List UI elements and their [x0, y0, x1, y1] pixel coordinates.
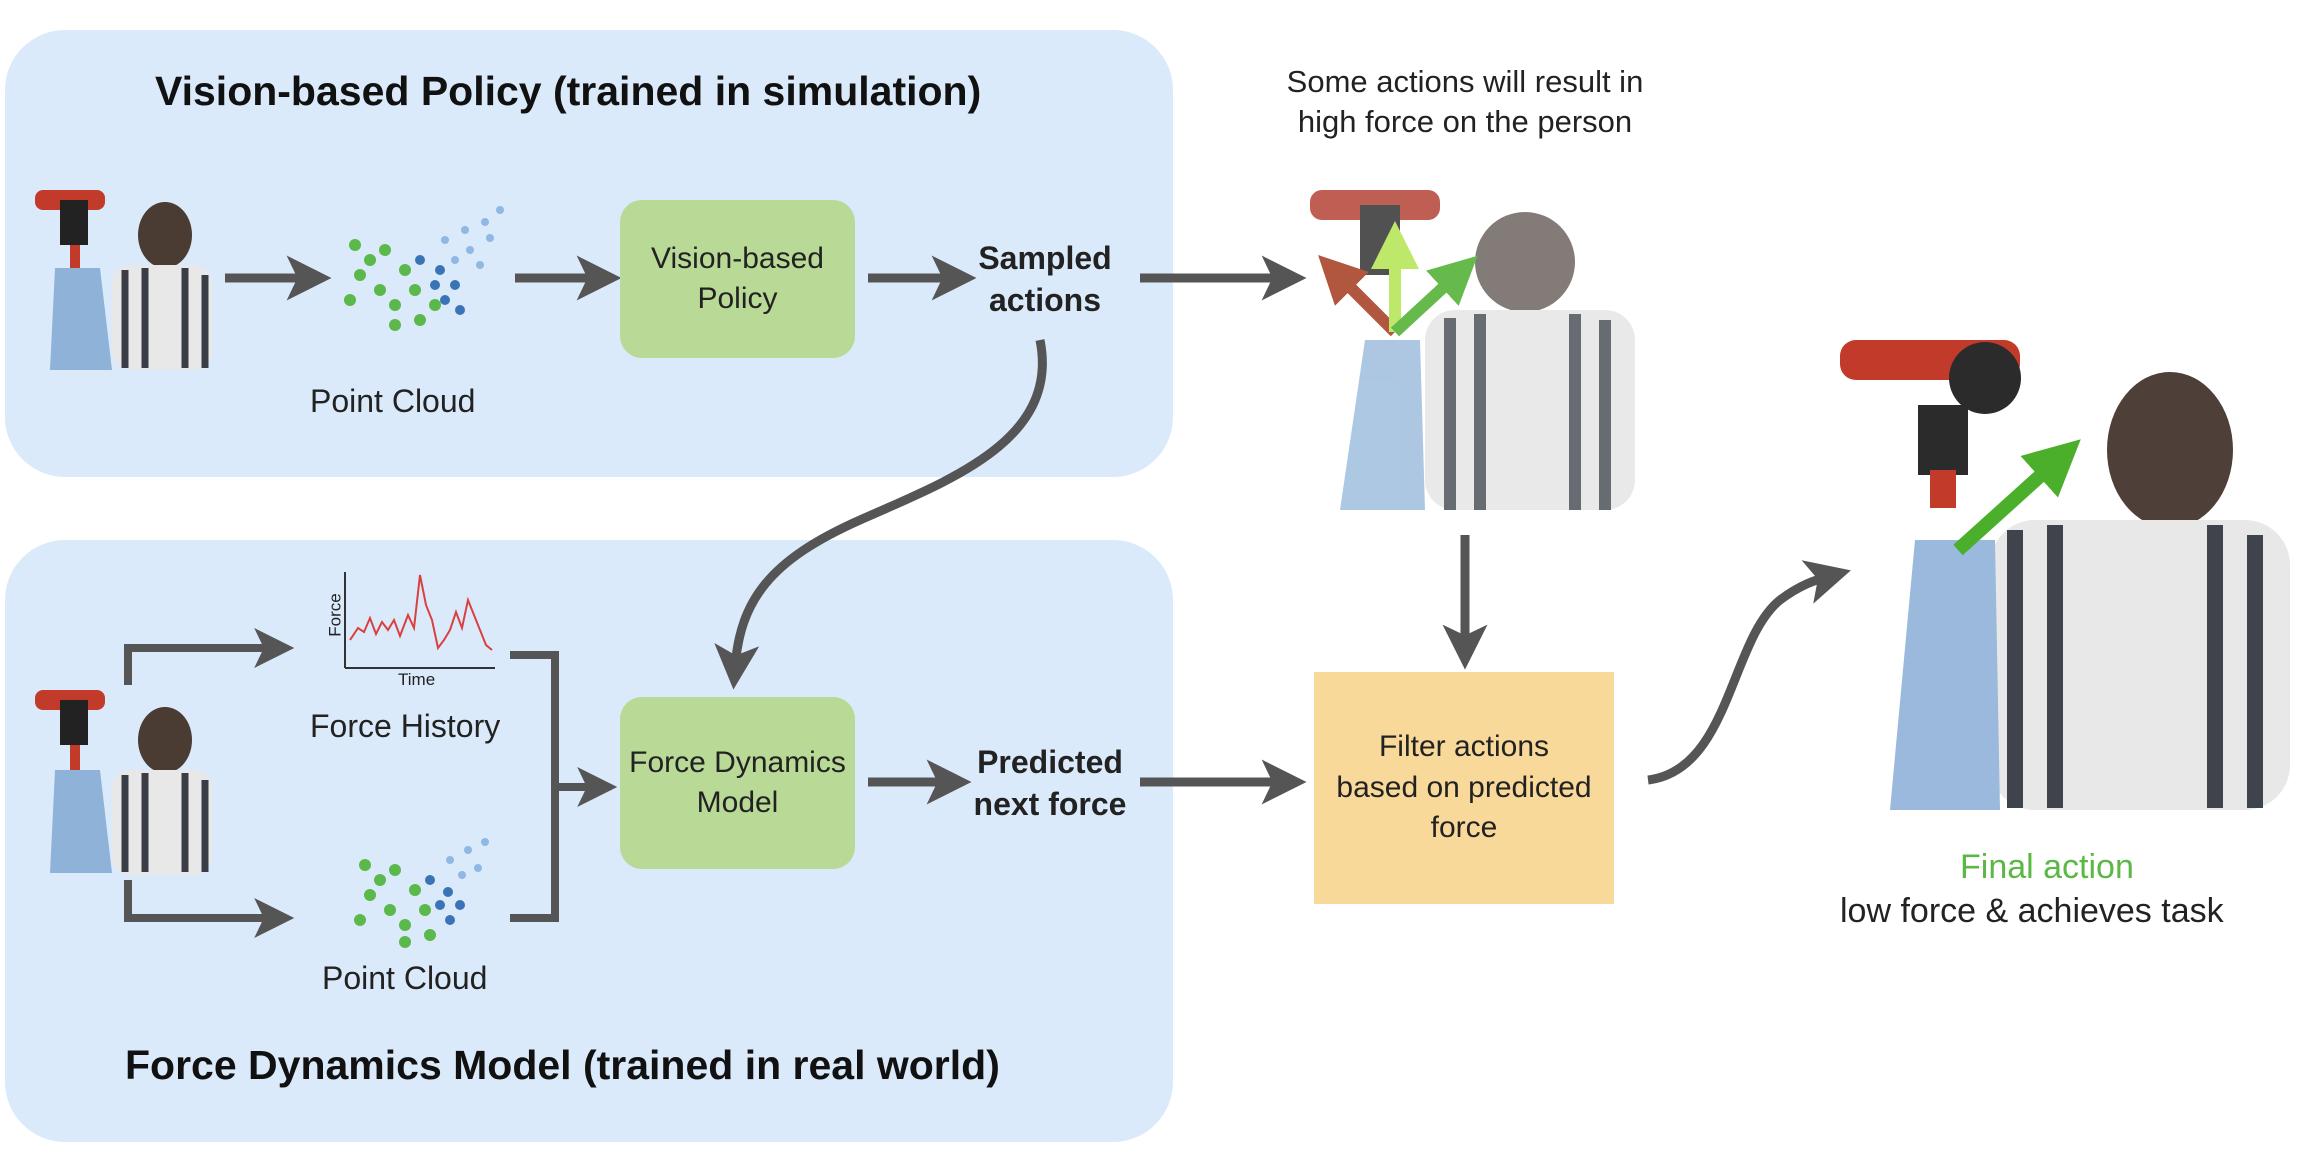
robot-person-illustration-bottom [35, 690, 212, 875]
vision-policy-box: Vision-based Policy [620, 200, 855, 358]
robot-person-illustration-top [35, 190, 212, 370]
arrow-person-to-force-history [124, 628, 295, 685]
sampled-actions-label: Sampled actions [978, 240, 1112, 318]
red-action-arrow [1318, 255, 1400, 337]
sampled-actions-illustration [1310, 190, 1635, 510]
green-action-arrow [1390, 255, 1478, 337]
vision-policy-title: Vision-based Policy (trained in simulati… [155, 68, 982, 114]
force-dynamics-model-box: Force Dynamics Model [620, 697, 855, 869]
point-cloud-illustration-bottom [354, 838, 489, 948]
merge-bracket [510, 651, 559, 922]
plot-xlabel: Time [398, 670, 436, 689]
point-cloud-label-top: Point Cloud [310, 383, 476, 419]
arrow-person-to-point-cloud [124, 880, 295, 938]
arrow-actions-to-force-model [714, 339, 1047, 690]
force-model-title: Force Dynamics Model (trained in real wo… [125, 1042, 1000, 1088]
final-action-description: low force & achieves task [1840, 892, 2224, 930]
point-cloud-illustration-top [344, 206, 504, 331]
final-action-title: Final action [1960, 848, 2134, 886]
point-cloud-label-bottom: Point Cloud [322, 960, 488, 996]
arrow-filter-to-final [1647, 560, 1851, 785]
final-action-illustration [1840, 340, 2290, 810]
filter-actions-box: Filter actions based on predicted force [1314, 672, 1614, 904]
plot-ylabel: Force [325, 593, 345, 637]
predicted-next-force-label: Predicted next force [973, 744, 1127, 822]
vision-policy-panel [5, 30, 1173, 477]
force-history-plot [344, 572, 495, 669]
sampled-actions-caption: Some actions will result in high force o… [1286, 64, 1644, 140]
final-green-arrow [1953, 439, 2081, 556]
force-history-label: Force History [310, 708, 501, 744]
